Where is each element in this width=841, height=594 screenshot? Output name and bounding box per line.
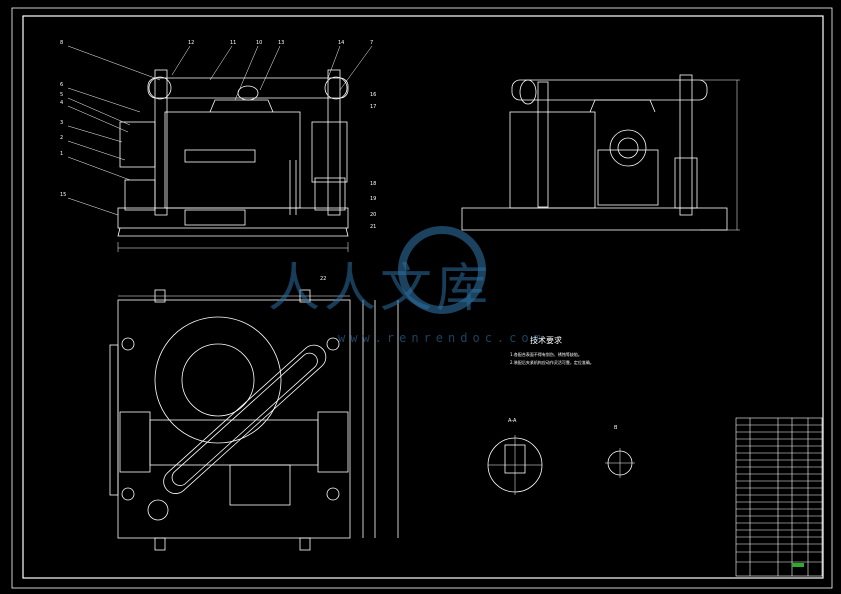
watermark-text: 人人文库 xyxy=(268,259,493,319)
part-callout-20: 20 xyxy=(370,212,376,218)
sheet-border-inner xyxy=(22,15,824,579)
side-view xyxy=(461,74,740,231)
part-callout-13: 13 xyxy=(278,40,284,46)
section-label-b: B xyxy=(614,425,618,431)
front-view xyxy=(117,69,349,252)
watermark-url: www.renrendoc.com xyxy=(338,331,546,345)
part-callout-22: 22 xyxy=(320,276,326,282)
part-callout-4: 4 xyxy=(60,100,63,106)
technical-requirements-title: 技术要求 xyxy=(530,336,562,345)
part-callout-10: 10 xyxy=(256,40,262,46)
part-callout-18: 18 xyxy=(370,181,376,187)
part-callout-7: 7 xyxy=(370,40,373,46)
part-callout-6: 6 xyxy=(60,82,63,88)
part-callout-17: 17 xyxy=(370,104,376,110)
part-callout-14: 14 xyxy=(338,40,344,46)
part-callout-11: 11 xyxy=(230,40,236,46)
part-callout-1: 1 xyxy=(60,151,63,157)
part-callout-8: 8 xyxy=(60,40,63,46)
part-callout-15: 15 xyxy=(60,192,66,198)
section-view-a xyxy=(487,435,543,495)
technical-requirement-1: 1.各配合表面不得有划伤、锈蚀等缺陷。 xyxy=(510,352,582,357)
front-view-leaders xyxy=(67,45,373,216)
section-view-b xyxy=(605,448,635,478)
parts-list-table xyxy=(735,417,823,577)
section-label-a: A-A xyxy=(508,418,517,424)
watermark-logo-icon xyxy=(398,226,486,314)
technical-requirement-2: 2.装配后夹紧机构应动作灵活可靠，定位准确。 xyxy=(510,360,594,365)
part-callout-21: 21 xyxy=(370,224,376,230)
part-callout-3: 3 xyxy=(60,120,63,126)
part-callout-19: 19 xyxy=(370,196,376,202)
part-callout-12: 12 xyxy=(188,40,194,46)
part-callout-5: 5 xyxy=(60,92,63,98)
top-view xyxy=(109,289,399,551)
sheet-border-outer xyxy=(11,7,833,589)
part-callout-16: 16 xyxy=(370,92,376,98)
part-callout-2: 2 xyxy=(60,135,63,141)
